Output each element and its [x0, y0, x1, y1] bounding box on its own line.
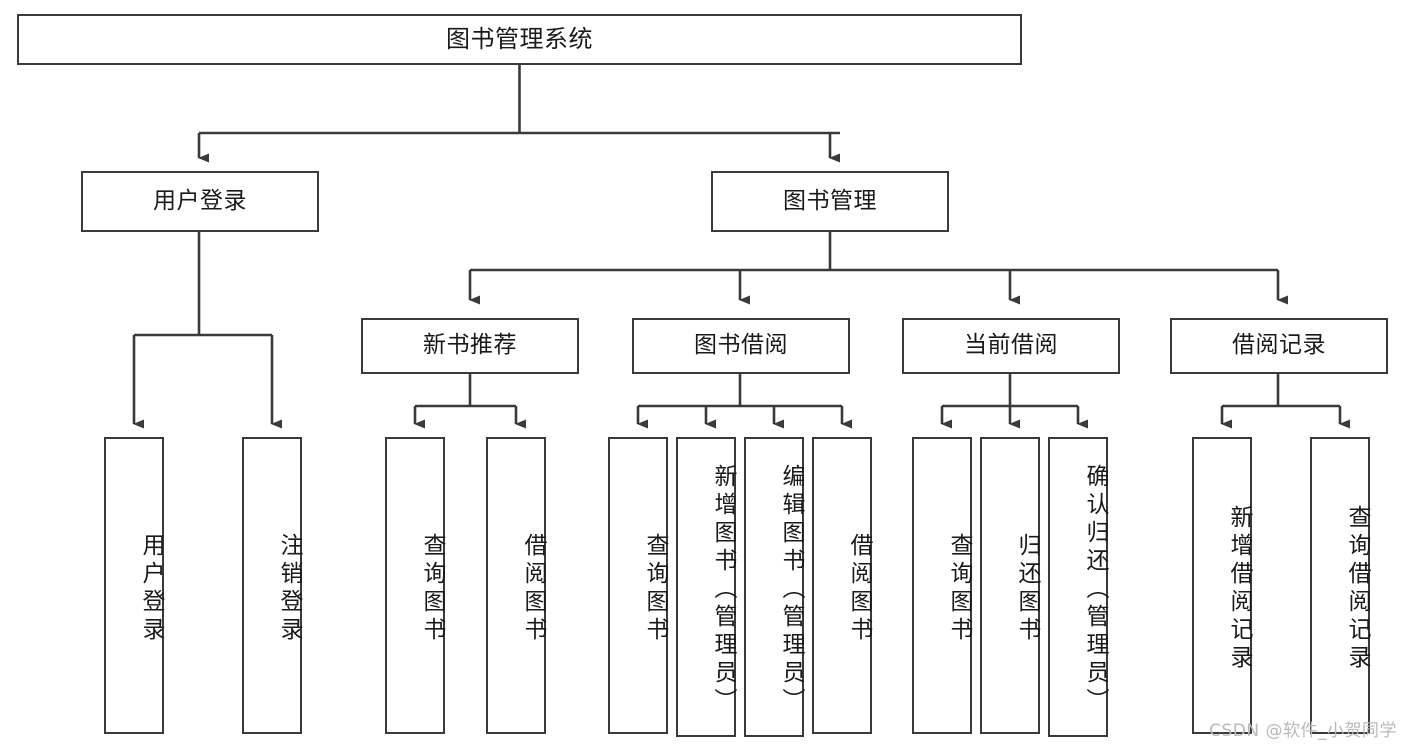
node-root-system[interactable]: 图书管理系统 [17, 14, 1022, 65]
leaf-label: 查询图书 [946, 532, 972, 645]
leaf-borrow-add-book-admin[interactable]: 新增图书（管理员） [676, 437, 736, 737]
node-book-management[interactable]: 图书管理 [711, 171, 949, 232]
leaf-current-confirm-return-admin[interactable]: 确认归还（管理员） [1048, 437, 1108, 737]
leaf-user-login-login[interactable]: 用户登录 [104, 437, 164, 734]
node-book-borrow[interactable]: 图书借阅 [632, 318, 850, 374]
leaf-label: 新增借阅记录 [1226, 504, 1252, 673]
leaf-current-return-book[interactable]: 归还图书 [980, 437, 1040, 734]
leaf-label: 查询图书 [419, 532, 445, 645]
leaf-label: 查询图书 [642, 532, 668, 645]
node-user-login[interactable]: 用户登录 [81, 171, 319, 232]
leaf-label: 注销登录 [276, 532, 302, 645]
leaf-borrow-borrow-book[interactable]: 借阅图书 [812, 437, 872, 734]
leaf-new-book-query[interactable]: 查询图书 [385, 437, 445, 734]
leaf-label: 新增图书（管理员） [710, 464, 736, 716]
leaf-current-query-book[interactable]: 查询图书 [912, 437, 972, 734]
watermark-text: CSDN @软件_小贺同学 [1209, 721, 1397, 741]
leaf-new-book-borrow[interactable]: 借阅图书 [486, 437, 546, 734]
leaf-label: 用户登录 [138, 532, 164, 645]
leaf-label: 编辑图书（管理员） [778, 464, 804, 716]
leaf-label: 归还图书 [1014, 532, 1040, 645]
leaf-label: 借阅图书 [846, 532, 872, 645]
node-current-borrow[interactable]: 当前借阅 [902, 318, 1120, 374]
leaf-records-add-record[interactable]: 新增借阅记录 [1192, 437, 1252, 734]
node-borrow-records[interactable]: 借阅记录 [1170, 318, 1388, 374]
leaf-user-login-logout[interactable]: 注销登录 [242, 437, 302, 734]
leaf-records-query-record[interactable]: 查询借阅记录 [1310, 437, 1370, 734]
leaf-label: 借阅图书 [520, 532, 546, 645]
leaf-borrow-edit-book-admin[interactable]: 编辑图书（管理员） [744, 437, 804, 737]
leaf-borrow-query-book[interactable]: 查询图书 [608, 437, 668, 734]
leaf-label: 确认归还（管理员） [1082, 464, 1108, 716]
leaf-label: 查询借阅记录 [1344, 504, 1370, 673]
node-new-book-recommend[interactable]: 新书推荐 [361, 318, 579, 374]
